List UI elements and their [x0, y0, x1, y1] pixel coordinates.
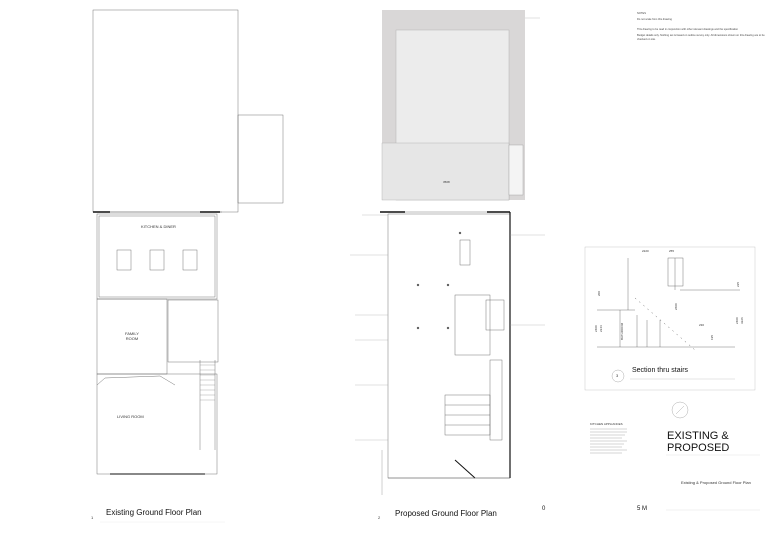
appliances-heading: KITCHEN APPLIANCES: [590, 422, 623, 426]
existing-plan-title: Existing Ground Floor Plan: [106, 508, 202, 517]
dimension: 2400: [735, 317, 739, 324]
section-title: Section thru stairs: [632, 367, 689, 374]
dimension: 2220: [642, 249, 649, 253]
dimension: 230: [699, 323, 705, 327]
dimension: 225: [736, 281, 740, 287]
garden-label: 3508: [443, 180, 450, 184]
room-label-kitchen: KITCHEN & DINER: [141, 224, 176, 229]
section-number: 3: [616, 373, 619, 378]
dimension: 200: [597, 290, 601, 296]
existing-plan-drawing: [92, 9, 284, 475]
existing-shed-outline: [237, 114, 284, 204]
proposed-plan-drawing: [350, 10, 545, 495]
proposed-plan-number: 2: [378, 515, 381, 520]
north-arrow-icon: [671, 401, 689, 419]
notes-panel: NOTES Do not scale from this drawing Thi…: [637, 12, 767, 44]
notes-line: This drawing to be read in conjunction w…: [637, 27, 739, 31]
dimension: 255: [669, 249, 675, 253]
sheet-title: EXISTING & PROPOSED: [667, 430, 729, 454]
dimension: 2244: [599, 325, 603, 332]
section-drawing: [584, 246, 756, 391]
room-label-living: LIVING ROOM: [117, 414, 144, 419]
proposed-plan-title: Proposed Ground Floor Plan: [395, 509, 497, 518]
title-block-lines: [666, 454, 760, 511]
room-label-bathroom: BATHROOM: [620, 322, 624, 340]
notes-heading: NOTES: [637, 12, 646, 15]
dimension: 3226: [740, 317, 744, 324]
dimension: 2600: [674, 303, 678, 310]
notes-line: Do not scale from this drawing: [637, 18, 672, 22]
notes-line: Budget details only. Nothing set is base…: [637, 34, 765, 41]
dimension: 195: [710, 334, 714, 340]
scale-bar-start: 0: [542, 506, 546, 512]
sheet-title-line1: EXISTING &: [667, 430, 729, 442]
sheet-title-line2: PROPOSED: [667, 442, 730, 454]
existing-plan-number: 1: [91, 515, 94, 520]
existing-garden-outline: [92, 9, 239, 213]
room-label-family: FAMILY ROOM: [125, 331, 139, 341]
dimension: 2400: [594, 325, 598, 332]
drawing-title: Existing & Proposed Ground Floor Plan: [681, 480, 751, 485]
scale-bar-end: 5 M: [637, 506, 648, 512]
